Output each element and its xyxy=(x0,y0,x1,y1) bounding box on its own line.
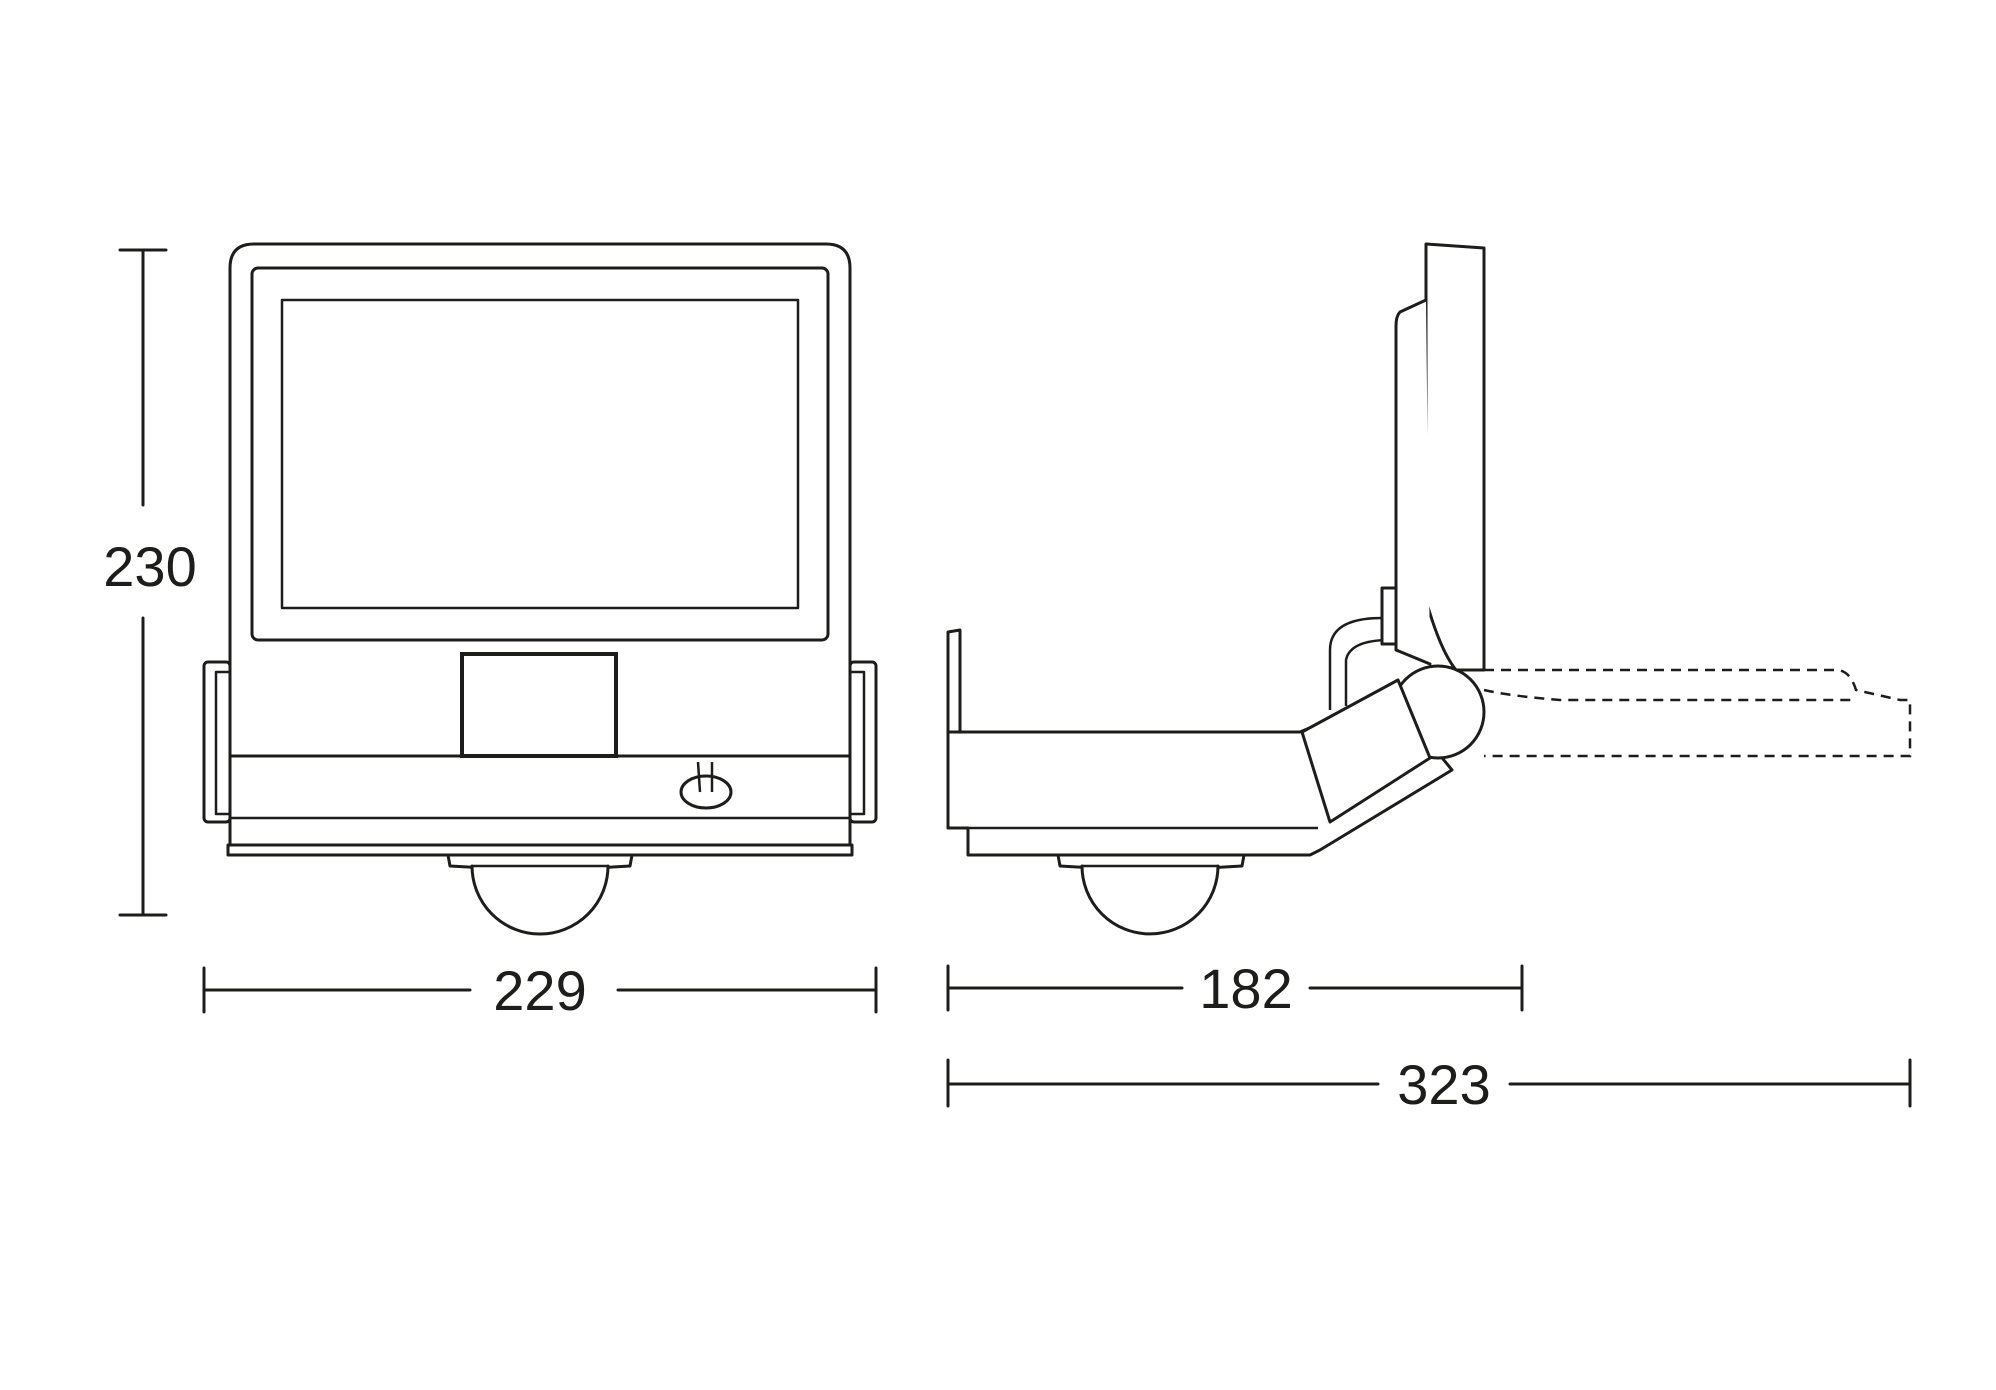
dim-width-label: 229 xyxy=(493,959,586,1022)
dimension-height-230: 230 xyxy=(103,248,197,917)
side-sensor-dome xyxy=(1080,864,1220,936)
side-cable-gland xyxy=(1380,586,1398,646)
front-cable-gland xyxy=(679,774,733,810)
front-bezel xyxy=(250,266,830,642)
front-housing-outline xyxy=(228,242,852,847)
dimension-depth-182: 182 xyxy=(946,957,1524,1020)
dim-height-label: 230 xyxy=(103,535,196,598)
front-led-panel xyxy=(280,298,800,610)
front-sensor-dome xyxy=(470,864,610,936)
side-lamp-head xyxy=(1424,242,1486,672)
dim-overall-label: 323 xyxy=(1397,1053,1490,1116)
side-swivel-arm xyxy=(1300,678,1432,824)
side-view xyxy=(946,242,1912,936)
dim-depth-label: 182 xyxy=(1199,957,1292,1020)
side-wall-plate xyxy=(946,628,962,740)
front-left-bracket-inner xyxy=(214,670,232,816)
dimension-width-229: 229 xyxy=(202,959,878,1022)
side-tilt-position-dashed xyxy=(1483,668,1912,758)
front-view xyxy=(202,242,878,936)
side-lamp-back xyxy=(1394,298,1432,666)
front-right-bracket-inner xyxy=(848,670,866,816)
dimension-overall-323: 323 xyxy=(946,1053,1912,1116)
front-cable-line-a xyxy=(696,761,702,793)
